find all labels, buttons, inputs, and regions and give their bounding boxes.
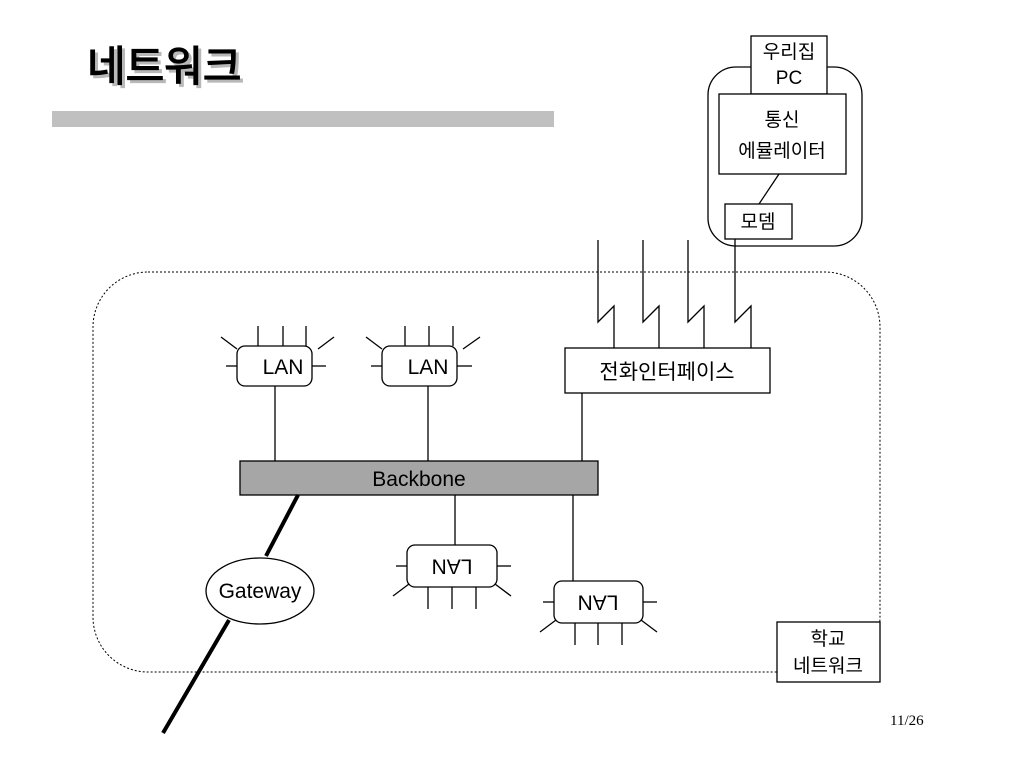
emulator-label-line2: 에뮬레이터: [738, 140, 825, 162]
lan-box-3: [406, 544, 498, 588]
lan-box-4: [553, 580, 644, 624]
school-network-label-line2: 네트워크: [793, 655, 863, 677]
lan-node-3: LAN: [392, 495, 512, 609]
lan-node-4: LAN: [539, 495, 658, 645]
slide-title-group: 네트워크 네트워크: [52, 43, 554, 127]
emulator-box: [718, 93, 847, 175]
modem-box: [724, 203, 793, 240]
phone-line-1: [597, 240, 615, 348]
phone-lines: [597, 239, 752, 348]
emulator-label-line1: 통신: [765, 109, 800, 131]
phone-interface-label: 전화인터페이스: [599, 361, 734, 384]
lan-label-3: LAN: [432, 555, 473, 578]
home-pc-label-box: [750, 35, 828, 95]
gateway-label: Gateway: [219, 580, 302, 603]
modem-label: 모뎀: [741, 211, 776, 233]
home-pc-label-line1: 우리집: [763, 41, 815, 63]
slide-title: 네트워크: [87, 43, 242, 90]
gateway-group: Gateway: [161, 494, 315, 735]
home-pc-label-line2: PC: [776, 68, 802, 89]
school-network-boundary: [92, 271, 881, 673]
lan-label-4: LAN: [578, 591, 619, 614]
phone-line-modem: [734, 239, 752, 348]
school-network-label-box: [776, 621, 881, 683]
page-number: 11/26: [890, 713, 924, 729]
lan-label-2: LAN: [408, 356, 449, 379]
emulator-modem-link: [758, 173, 780, 205]
lan-node-2: LAN: [365, 326, 481, 461]
school-network-label-line1: 학교: [811, 628, 846, 650]
gateway-node: [205, 557, 315, 625]
lan-box-2: [381, 345, 458, 387]
backbone-bar: [239, 460, 599, 496]
phone-line-2: [642, 240, 660, 348]
gateway-line-upper: [264, 494, 300, 557]
lan-label-1: LAN: [263, 356, 304, 379]
lan-node-1: LAN: [220, 326, 335, 461]
phone-line-3: [687, 240, 705, 348]
phone-interface-box: [564, 347, 771, 394]
home-pc-group: 우리집 PC 통신 에뮬레이터 모뎀: [707, 35, 863, 247]
title-rule: [52, 111, 554, 127]
gateway-line-lower: [161, 618, 231, 735]
backbone-label: Backbone: [372, 468, 465, 491]
slide-title-shadow: 네트워크: [90, 46, 245, 93]
